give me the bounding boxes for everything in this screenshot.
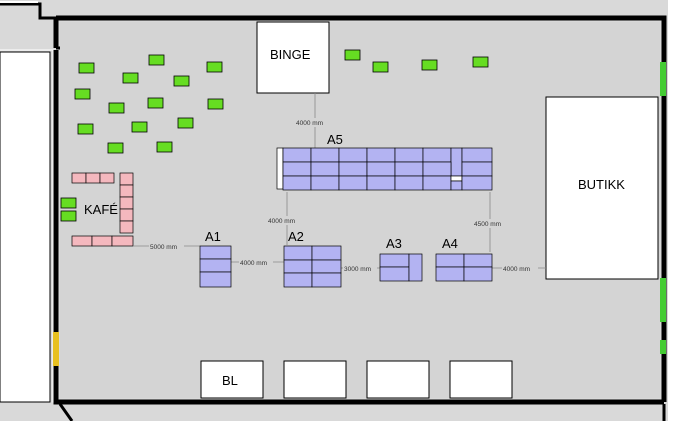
a4-label: A4 xyxy=(442,236,458,251)
seat xyxy=(156,141,173,153)
dim-a5-a4: 4500 mm xyxy=(474,221,501,228)
door-right-green-top xyxy=(660,62,666,96)
dim-binge-a5: 4000 mm xyxy=(296,120,323,127)
stand-a2 xyxy=(283,245,342,288)
seat xyxy=(122,72,139,84)
seat xyxy=(173,75,190,87)
seat xyxy=(206,61,223,73)
butikk-label: BUTIKK xyxy=(578,177,625,192)
stand-a5 xyxy=(276,147,493,191)
bottom-room-2 xyxy=(283,360,347,399)
a5-label: A5 xyxy=(327,132,343,147)
bottom-room-4 xyxy=(449,360,513,399)
bottom-room-3 xyxy=(366,360,430,399)
seat xyxy=(177,117,194,129)
seat xyxy=(131,121,148,133)
dim-a2-a3: 3000 mm xyxy=(344,266,371,273)
stand-a4 xyxy=(435,253,493,282)
bl-room xyxy=(200,360,264,399)
seat xyxy=(74,88,91,100)
dim-a5-a2: 4000 mm xyxy=(268,218,295,225)
dim-kafe-a1: 5000 mm xyxy=(150,244,177,251)
cafe-counter xyxy=(71,172,134,247)
seat xyxy=(60,197,77,209)
dim-a4-butikk: 4000 mm xyxy=(503,266,530,273)
door-right-green-bottom xyxy=(660,340,666,354)
seat xyxy=(147,97,164,109)
binge-room xyxy=(256,21,330,94)
door-left-yellow xyxy=(53,332,59,366)
seat xyxy=(372,61,389,73)
a2-label: A2 xyxy=(288,229,304,244)
seating-area xyxy=(60,49,489,222)
seat xyxy=(421,59,438,71)
door-right-green-mid xyxy=(660,278,666,322)
stand-a1 xyxy=(199,245,232,288)
stand-a3 xyxy=(379,253,423,282)
seat xyxy=(207,98,224,110)
seat xyxy=(60,210,77,222)
seat xyxy=(344,49,361,61)
butikk-room xyxy=(545,96,659,280)
kafe-label: KAFÉ xyxy=(84,202,118,217)
seat xyxy=(472,56,489,68)
seat xyxy=(108,102,125,114)
a3-label: A3 xyxy=(386,236,402,251)
bl-label: BL xyxy=(222,373,238,388)
seat xyxy=(148,54,165,66)
seat xyxy=(78,62,95,74)
binge-label: BINGE xyxy=(270,47,311,62)
seat xyxy=(107,142,124,154)
seat xyxy=(77,123,94,135)
dim-a1-a2: 4000 mm xyxy=(240,260,267,267)
a1-label: A1 xyxy=(205,229,221,244)
